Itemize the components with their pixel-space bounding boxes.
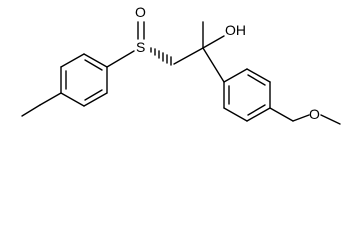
sulfur-label: S xyxy=(136,39,145,55)
bond xyxy=(60,92,85,107)
ring-to-sulfur-bond xyxy=(106,50,135,68)
tolyl-ring xyxy=(60,53,108,107)
hydroxyl-label: OH xyxy=(225,22,246,38)
bond xyxy=(246,107,271,122)
bond xyxy=(246,68,271,83)
aromatic-bond xyxy=(84,59,103,71)
methoxy-oxygen-label: O xyxy=(309,106,320,122)
bond xyxy=(60,53,85,68)
aromatic-bond xyxy=(84,89,103,101)
methoxy-bond xyxy=(292,114,310,122)
stereo-hash-bond xyxy=(150,47,172,66)
bond xyxy=(83,92,108,107)
methoxyphenyl-ring xyxy=(223,68,271,122)
methoxy-methyl-bond xyxy=(320,114,341,125)
bond xyxy=(83,53,108,68)
bond xyxy=(223,107,248,122)
carbinol-to-ring-bond xyxy=(202,47,225,83)
methyl-bond xyxy=(21,104,41,117)
aromatic-bond xyxy=(247,74,266,86)
methyl-bond xyxy=(39,92,62,106)
methylene-bond xyxy=(173,47,204,65)
hydroxyl-bond xyxy=(202,35,225,49)
aromatic-bond xyxy=(247,104,266,116)
bond xyxy=(223,68,248,83)
methoxy-bond xyxy=(269,107,294,122)
sulfinyl-oxygen-label: O xyxy=(135,4,146,20)
chemical-structure: O S OH O xyxy=(21,4,341,125)
